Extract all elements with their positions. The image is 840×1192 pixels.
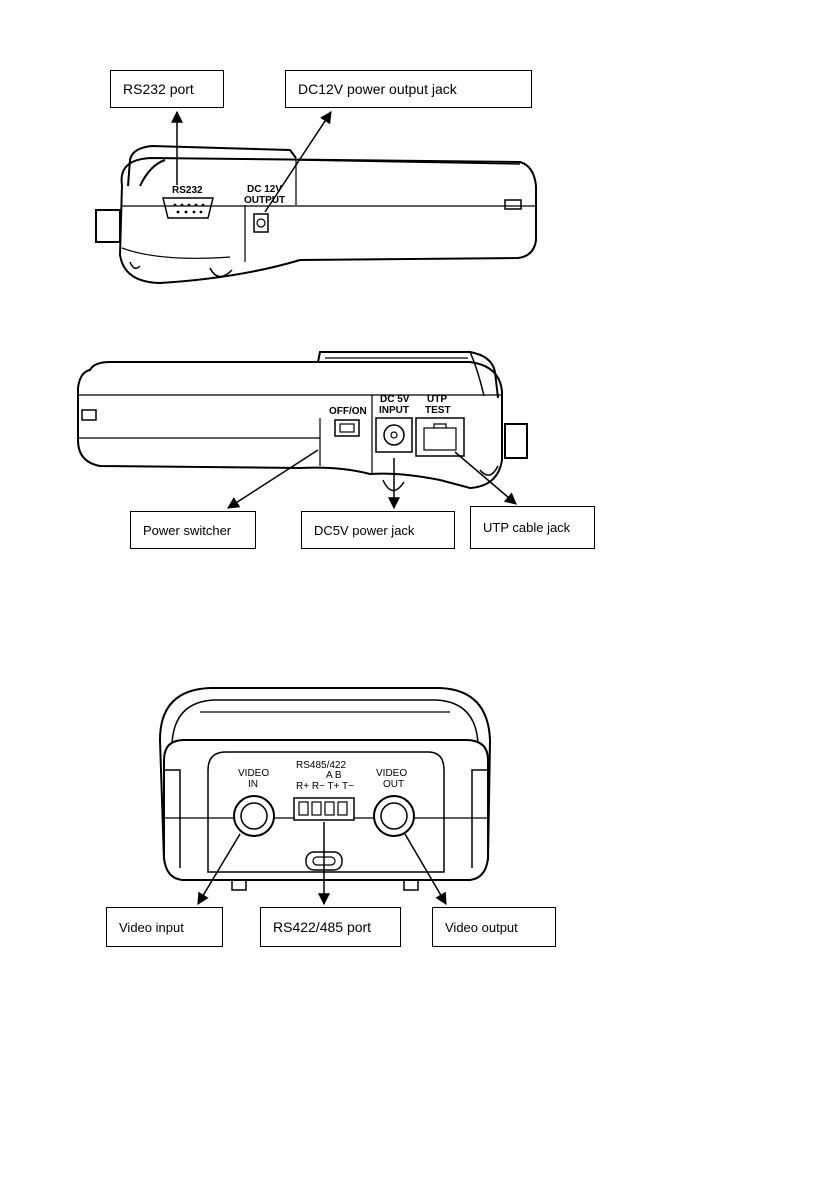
video-in-label-line2: IN [248,779,258,790]
rs485-pins-label: R+ R− T+ T− [296,781,354,792]
device-side-view-right [78,352,527,491]
dc5v-label-line1: DC 5V [380,394,410,405]
video-in-label-line1: VIDEO [238,768,269,779]
utp-label-line2: TEST [425,405,451,416]
video-out-label-line2: OUT [383,779,404,790]
rs232-label: RS232 [172,185,203,196]
off-on-label: OFF/ON [329,406,367,417]
rs485-ab-label: A B [326,770,342,781]
dc12v-label-line2: OUTPUT [244,195,285,206]
dc5v-label-line2: INPUT [379,405,409,416]
video-out-label-line1: VIDEO [376,768,407,779]
device-side-view-left [96,146,536,283]
utp-label-line1: UTP [427,394,447,405]
